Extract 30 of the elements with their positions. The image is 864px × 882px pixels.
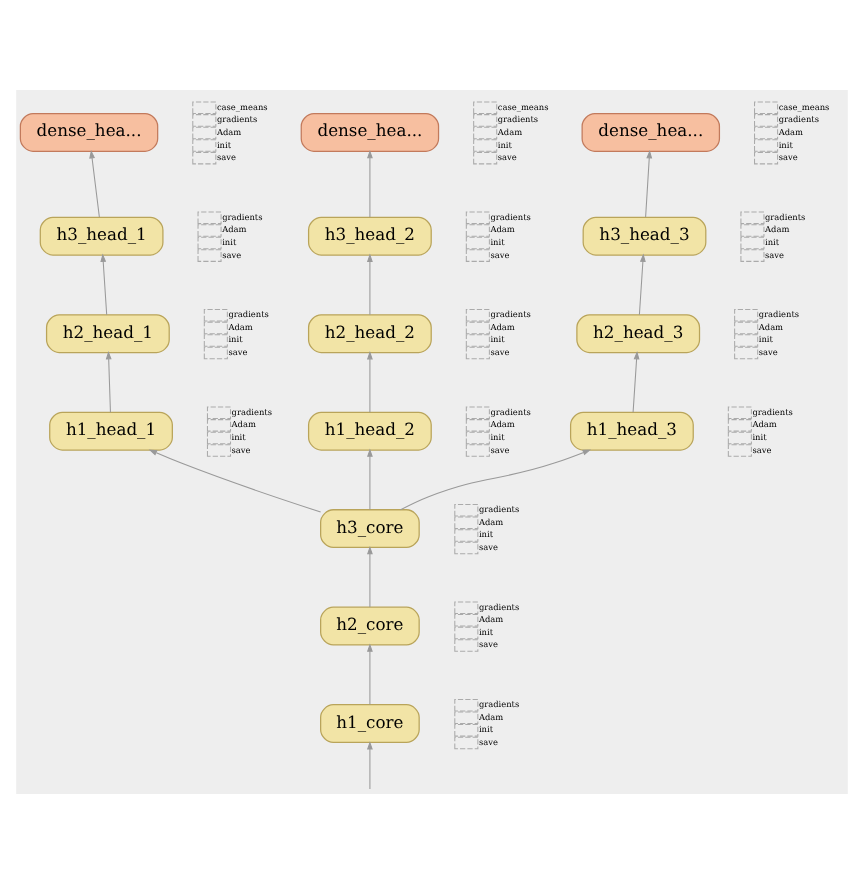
arrow <box>366 740 373 789</box>
node-box: dense_hea... <box>581 111 721 151</box>
node-box: h2_head_2 <box>307 313 432 353</box>
arrow <box>632 350 640 412</box>
arrow <box>400 448 592 510</box>
node-box: h1_head_2 <box>307 410 432 450</box>
arrow <box>366 544 373 607</box>
node-box: h1_head_1 <box>49 410 173 450</box>
node-box: h3_head_1 <box>39 215 164 255</box>
arrow <box>366 642 373 705</box>
arrow <box>148 448 322 512</box>
node-box: h3_head_2 <box>307 215 432 255</box>
node-box: dense_hea... <box>300 111 440 151</box>
arrow <box>366 148 373 217</box>
node-box: h2_head_3 <box>576 313 701 353</box>
arrow <box>645 148 653 217</box>
arrow <box>89 148 100 217</box>
arrow <box>105 350 112 412</box>
node-box: h2_core <box>320 605 420 645</box>
arrow <box>366 350 373 412</box>
arrow <box>100 252 108 315</box>
node-box: h1_core <box>320 703 420 743</box>
node-box: h1_head_3 <box>570 410 694 450</box>
arrow <box>366 252 373 315</box>
arrow <box>638 252 646 315</box>
node-box: h3_core <box>320 508 420 548</box>
arrow <box>366 447 373 510</box>
node-box: dense_hea... <box>19 111 159 151</box>
node-box: h3_head_3 <box>582 215 707 255</box>
node-box: h2_head_1 <box>45 313 170 353</box>
